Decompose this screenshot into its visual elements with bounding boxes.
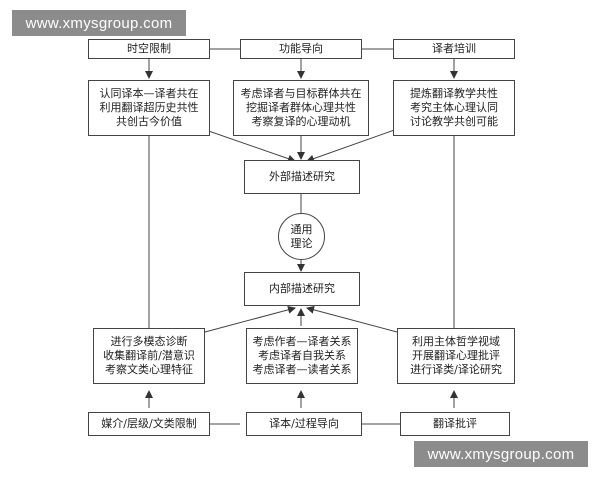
circle-general-theory-line-1: 通用 [290,222,313,236]
watermark-top: www.xmysgroup.com [12,10,186,36]
circle-general-theory: 通用 理论 [278,213,325,260]
box-media-level-genre-limit-label: 媒介/层级/文类限制 [101,417,197,430]
box-mt-right-line-2: 考究主体心理认同 [410,101,498,114]
box-translation-criticism: 翻译批评 [400,412,510,436]
box-function-orientation: 功能导向 [240,39,362,59]
box-internal-study-label: 内部描述研究 [269,282,335,295]
box-mb-right: 利用主体哲学视域 开展翻译心理批评 进行译类/译论研究 [397,328,515,384]
watermark-bottom-text: www.xmysgroup.com [427,445,575,463]
box-mb-right-line-2: 开展翻译心理批评 [412,349,500,362]
box-mb-center: 考虑作者—译者关系 考虑译者自我关系 考虑译者—读者关系 [246,328,358,384]
box-mb-center-line-3: 考虑译者—读者关系 [252,363,352,376]
box-mb-right-line-3: 进行译类/译论研究 [410,363,502,376]
box-mt-left-line-2: 利用翻译超历史共性 [99,101,199,114]
box-mt-center-line-2: 挖掘译者群体心理共性 [246,101,356,114]
box-mt-left: 认同译本—译者共在 利用翻译超历史共性 共创古今价值 [88,80,210,136]
box-translation-criticism-label: 翻译批评 [433,417,477,430]
box-translator-training: 译者培训 [393,39,515,59]
box-mb-left-line-1: 进行多模态诊断 [110,335,188,348]
box-mt-right-line-3: 讨论教学共创可能 [410,115,498,128]
box-mb-left-line-2: 收集翻译前/潜意识 [103,349,195,362]
box-mt-center-line-3: 考察复译的心理动机 [251,115,351,128]
box-time-space-limit-label: 时空限制 [127,42,171,55]
box-mt-left-line-1: 认同译本—译者共在 [99,87,199,100]
watermark-bottom: www.xmysgroup.com [414,441,588,467]
box-text-process-orientation: 译本/过程导向 [246,412,362,436]
box-translator-training-label: 译者培训 [432,42,476,55]
box-mt-center-line-1: 考虑译者与目标群体共在 [240,87,362,100]
box-mb-left: 进行多模态诊断 收集翻译前/潜意识 考察文类心理特征 [93,328,205,384]
box-external-study-label: 外部描述研究 [269,170,335,183]
box-mb-right-line-1: 利用主体哲学视域 [412,335,500,348]
watermark-top-text: www.xmysgroup.com [25,14,173,32]
box-mt-center: 考虑译者与目标群体共在 挖掘译者群体心理共性 考察复译的心理动机 [233,80,369,136]
arrow-mb-left-internal [204,305,296,333]
box-mb-center-line-2: 考虑译者自我关系 [258,349,346,362]
box-media-level-genre-limit: 媒介/层级/文类限制 [88,412,210,436]
circle-general-theory-line-2: 理论 [290,236,313,250]
box-time-space-limit: 时空限制 [88,39,210,59]
box-mt-right-line-1: 提炼翻译教学共性 [410,87,498,100]
box-mb-center-line-1: 考虑作者—译者关系 [252,335,352,348]
box-internal-study: 内部描述研究 [244,272,360,306]
box-mt-left-line-3: 共创古今价值 [116,115,182,128]
box-mt-right: 提炼翻译教学共性 考究主体心理认同 讨论教学共创可能 [393,80,515,136]
box-function-orientation-label: 功能导向 [279,42,323,55]
arrow-mb-right-internal [306,305,398,333]
box-mb-left-line-3: 考察文类心理特征 [105,363,193,376]
arrow-mt-left-external [199,127,296,163]
box-external-study: 外部描述研究 [244,160,360,194]
box-text-process-orientation-label: 译本/过程导向 [269,417,339,430]
arrow-mt-right-external [306,127,401,163]
